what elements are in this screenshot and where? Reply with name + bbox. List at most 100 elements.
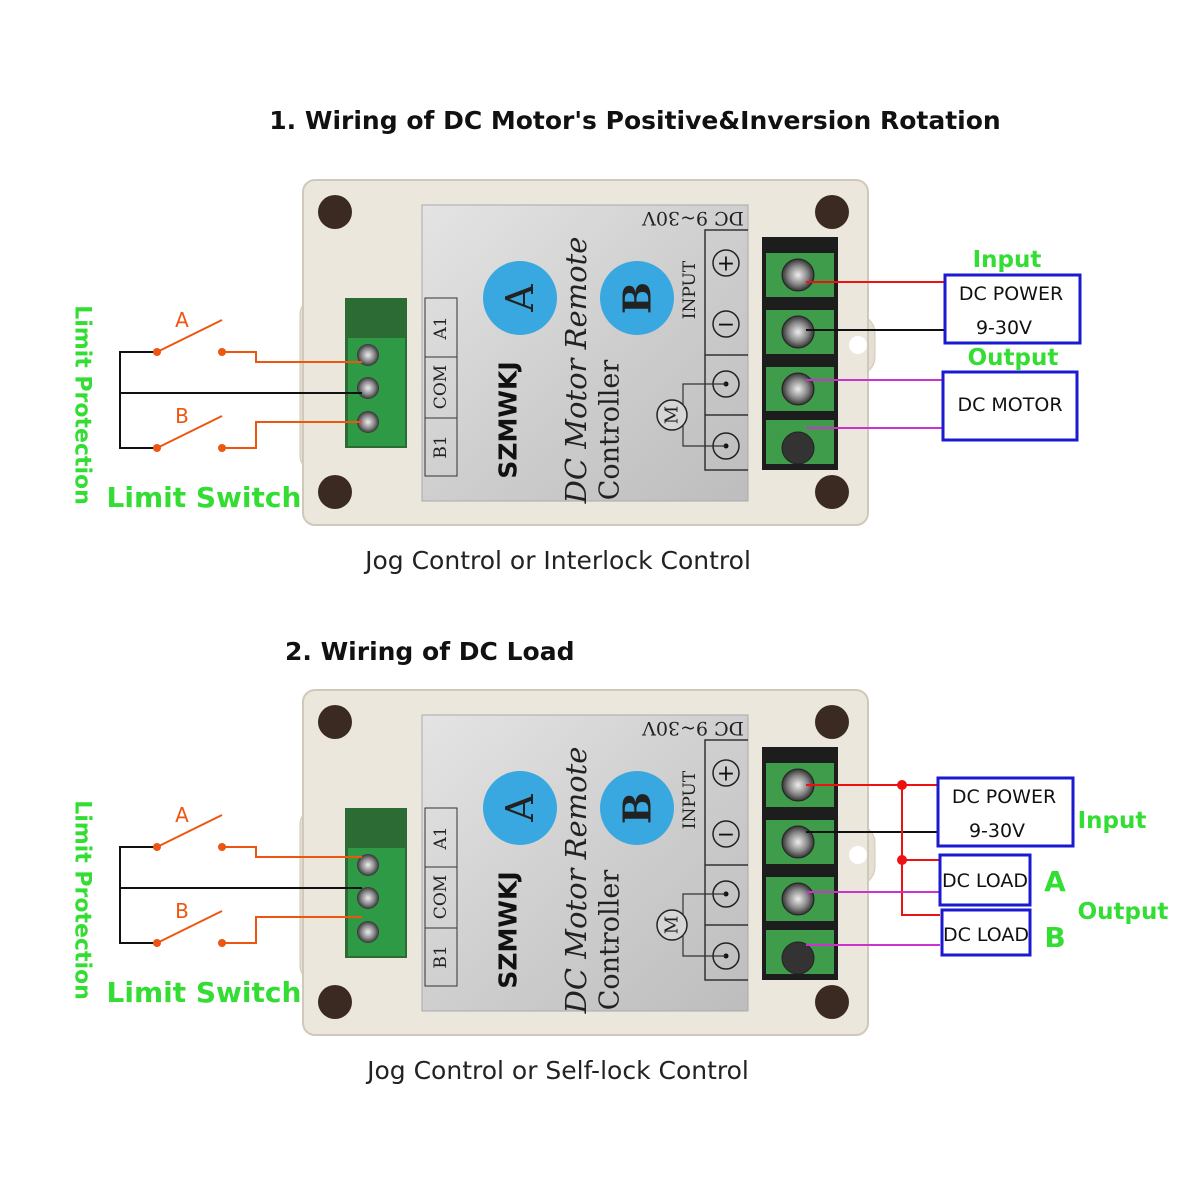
button-a-label: A bbox=[498, 794, 542, 823]
terminal-label: A1 bbox=[431, 826, 451, 850]
button-a bbox=[483, 261, 557, 335]
product-name-line2: Controller bbox=[595, 360, 626, 501]
terminal-label-table bbox=[424, 297, 458, 477]
load-a-letter: A bbox=[1044, 865, 1066, 898]
terminal-screw bbox=[781, 431, 815, 465]
terminal-screw bbox=[781, 258, 815, 292]
terminal-label-table bbox=[424, 807, 458, 987]
switch-lever bbox=[156, 319, 223, 353]
voltage-label: DC 9~30V bbox=[642, 207, 744, 229]
dc-load-a-label: DC LOAD bbox=[942, 870, 1028, 892]
switch-label: A bbox=[175, 308, 189, 332]
terminal-frame bbox=[704, 229, 748, 471]
dc-power-voltage: 9-30V bbox=[969, 820, 1025, 842]
product-name-line2: Controller bbox=[595, 870, 626, 1011]
terminal-screw bbox=[781, 825, 815, 859]
minus-symbol: − bbox=[717, 313, 735, 338]
terminal-screw bbox=[781, 941, 815, 975]
output-label: Output bbox=[1078, 899, 1169, 925]
dc-motor-box bbox=[941, 370, 1079, 442]
terminal-symbol-circle bbox=[712, 310, 740, 338]
switch-wire bbox=[222, 351, 362, 363]
switch-common-wire bbox=[119, 846, 157, 944]
switch-label: A bbox=[175, 803, 189, 827]
motor-symbol: M bbox=[662, 406, 683, 424]
terminal-label: COM bbox=[431, 365, 451, 409]
terminal-symbol-circle bbox=[712, 759, 740, 787]
front-panel bbox=[421, 204, 749, 502]
diagram-title: 2. Wiring of DC Load bbox=[285, 637, 574, 666]
terminal-screw bbox=[357, 921, 379, 943]
switch-label: B bbox=[175, 404, 189, 428]
dc-load-a-box bbox=[938, 853, 1032, 907]
terminal-frame bbox=[704, 739, 748, 981]
terminal-label: B1 bbox=[431, 435, 451, 458]
diagram-title: 1. Wiring of DC Motor's Positive&Inversi… bbox=[269, 106, 1000, 135]
plus-symbol: + bbox=[717, 762, 735, 787]
dc-motor-label: DC MOTOR bbox=[957, 394, 1062, 416]
switch-common-wire bbox=[119, 351, 157, 449]
terminal-screw bbox=[781, 882, 815, 916]
dc-power-box bbox=[936, 776, 1075, 848]
screw-hole bbox=[318, 195, 352, 229]
switch-lever bbox=[156, 415, 223, 449]
product-name-line1: DC Motor Remote bbox=[559, 747, 593, 1015]
load-b-supply-wire bbox=[901, 785, 940, 916]
button-b-label: B bbox=[615, 282, 660, 314]
front-panel bbox=[421, 714, 749, 1012]
dc-power-label: DC POWER bbox=[959, 283, 1063, 305]
terminal-screw bbox=[357, 377, 379, 399]
switch-wire bbox=[222, 916, 362, 944]
brand-label: SZMWKJ bbox=[494, 871, 523, 988]
terminal-label: B1 bbox=[431, 945, 451, 968]
dc-power-box bbox=[943, 273, 1082, 345]
switch-wire bbox=[222, 421, 362, 449]
plus-symbol: + bbox=[717, 252, 735, 277]
screw-hole bbox=[815, 705, 849, 739]
junction-dot bbox=[897, 780, 907, 790]
screw-hole bbox=[815, 985, 849, 1019]
terminal-screw bbox=[357, 411, 379, 433]
switch-label: B bbox=[175, 899, 189, 923]
dc-load-b-label: DC LOAD bbox=[943, 924, 1029, 946]
terminal-screw bbox=[781, 372, 815, 406]
terminal-screw bbox=[357, 887, 379, 909]
terminal-symbol-circle bbox=[712, 249, 740, 277]
screw-hole bbox=[318, 705, 352, 739]
motor-symbol: M bbox=[662, 916, 683, 934]
terminal-label: COM bbox=[431, 875, 451, 919]
dc-power-voltage: 9-30V bbox=[976, 317, 1032, 339]
button-a-label: A bbox=[498, 284, 542, 313]
input-label: INPUT bbox=[680, 770, 700, 829]
dc-load-b-box bbox=[940, 908, 1032, 957]
button-b-label: B bbox=[615, 792, 660, 824]
button-b bbox=[600, 261, 674, 335]
terminal-screw bbox=[781, 315, 815, 349]
switch-lever bbox=[156, 910, 223, 944]
terminal-label: A1 bbox=[431, 316, 451, 340]
input-label: Input bbox=[973, 247, 1042, 273]
terminal-screw bbox=[357, 344, 379, 366]
mount-hole bbox=[849, 846, 867, 864]
input-label: INPUT bbox=[680, 260, 700, 319]
screw-hole bbox=[318, 985, 352, 1019]
terminal-symbol-circle bbox=[712, 820, 740, 848]
brand-label: SZMWKJ bbox=[494, 361, 523, 478]
motor-symbol-circle bbox=[656, 909, 688, 941]
switch-lever bbox=[156, 814, 223, 848]
voltage-label: DC 9~30V bbox=[642, 717, 744, 739]
screw-hole bbox=[815, 195, 849, 229]
dc-power-label: DC POWER bbox=[952, 786, 1056, 808]
load-b-letter: B bbox=[1044, 921, 1065, 954]
junction-dot bbox=[897, 855, 907, 865]
switch-wire bbox=[222, 846, 362, 858]
output-label: Output bbox=[968, 345, 1059, 371]
product-name-line1: DC Motor Remote bbox=[559, 237, 593, 505]
motor-symbol-circle bbox=[656, 399, 688, 431]
